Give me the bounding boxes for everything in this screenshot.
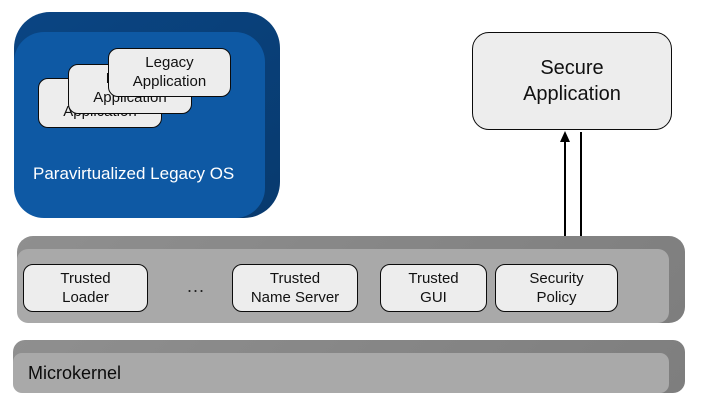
arrow-up-head-icon (560, 131, 570, 142)
microkernel-bar: Microkernel (13, 340, 685, 393)
trusted-name-server-label: Trusted Name Server (250, 269, 340, 307)
legacy-os-block: Legacy Application Legacy Application Le… (14, 12, 280, 218)
security-policy-label: Security Policy (529, 269, 584, 307)
trusted-loader-box: Trusted Loader (23, 264, 148, 312)
trusted-services-bar: Trusted Loader ... Trusted Name Server T… (17, 236, 685, 323)
trusted-name-server-box: Trusted Name Server (232, 264, 358, 312)
security-policy-box: Security Policy (495, 264, 618, 312)
legacy-os-title: Paravirtualized Legacy OS (33, 164, 235, 183)
arrow-down-line (580, 132, 582, 253)
legacy-application-label: Legacy Application (132, 53, 207, 90)
microkernel-bar-face (13, 353, 669, 393)
trusted-loader-label: Trusted Loader (60, 269, 111, 307)
trusted-gui-box: Trusted GUI (380, 264, 487, 312)
secure-application-box: Secure Application (472, 32, 672, 130)
secure-application-label: Secure Application (523, 57, 621, 105)
legacy-application-box-front: Legacy Application (108, 48, 231, 97)
microkernel-label: Microkernel (28, 362, 122, 383)
arrow-up-line (564, 141, 566, 263)
trusted-gui-label: Trusted GUI (408, 269, 459, 307)
services-ellipsis: ... (186, 276, 205, 296)
